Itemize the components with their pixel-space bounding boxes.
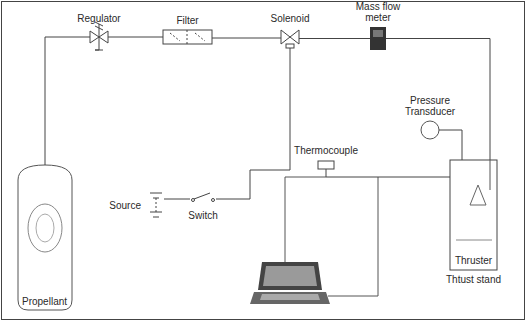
thermocouple-node: Thermocouple <box>318 160 334 172</box>
connector-line <box>326 172 450 177</box>
transducer-symbol <box>421 121 439 139</box>
component-label: Mass flow meter <box>353 1 403 23</box>
thrust-stand-node: ThrusterThtust stand <box>450 160 497 270</box>
connector-line <box>386 39 490 161</box>
tank-node: Propellant <box>18 165 72 310</box>
feed-line <box>45 37 90 165</box>
thermocouple-symbol <box>318 161 334 172</box>
feed-line <box>326 172 450 177</box>
component-label: Source <box>109 200 141 211</box>
connector-line <box>212 38 281 39</box>
connector-line <box>216 48 290 199</box>
component-label: Propellant <box>22 296 67 307</box>
solenoid-node: Solenoid <box>281 28 299 48</box>
electric-wire <box>164 199 190 200</box>
connector-line <box>164 199 190 200</box>
source-symbol <box>150 193 162 217</box>
component-label: Solenoid <box>271 13 310 24</box>
source-node: Source <box>148 188 164 222</box>
switch-node: Switch <box>190 192 216 206</box>
component-label: Thtust stand <box>446 274 501 285</box>
filter-symbol <box>163 30 212 44</box>
component-label: Filter <box>176 15 198 26</box>
filter-node: Filter <box>163 30 212 44</box>
component-label: Thruster <box>455 255 492 266</box>
component-label: Pressure Transducer <box>399 95 461 117</box>
solenoid-symbol <box>281 30 299 48</box>
electric-wire <box>216 48 290 199</box>
transducer-node: Pressure Transducer <box>421 121 439 139</box>
component-label: Switch <box>188 210 217 221</box>
tank-symbol <box>18 165 72 310</box>
switch-symbol <box>192 193 215 202</box>
component-label: Regulator <box>77 13 120 24</box>
flow-meter-node: Mass flow meter <box>370 27 386 50</box>
thrust-stand-symbol <box>450 160 497 270</box>
feed-line <box>439 130 462 160</box>
connector-line <box>108 37 163 38</box>
feed-line <box>212 38 281 39</box>
connector-line <box>45 37 90 165</box>
feed-line <box>299 38 370 39</box>
flow-meter-symbol <box>370 27 386 50</box>
feed-line <box>108 37 163 38</box>
laptop-symbol <box>250 262 330 304</box>
regulator-symbol <box>90 22 108 50</box>
connector-line <box>299 38 370 39</box>
regulator-node: Regulator <box>90 28 108 46</box>
feed-line <box>386 39 490 161</box>
data-wire <box>285 177 378 296</box>
component-label: Thermocouple <box>294 145 358 156</box>
connector-line <box>439 130 462 160</box>
